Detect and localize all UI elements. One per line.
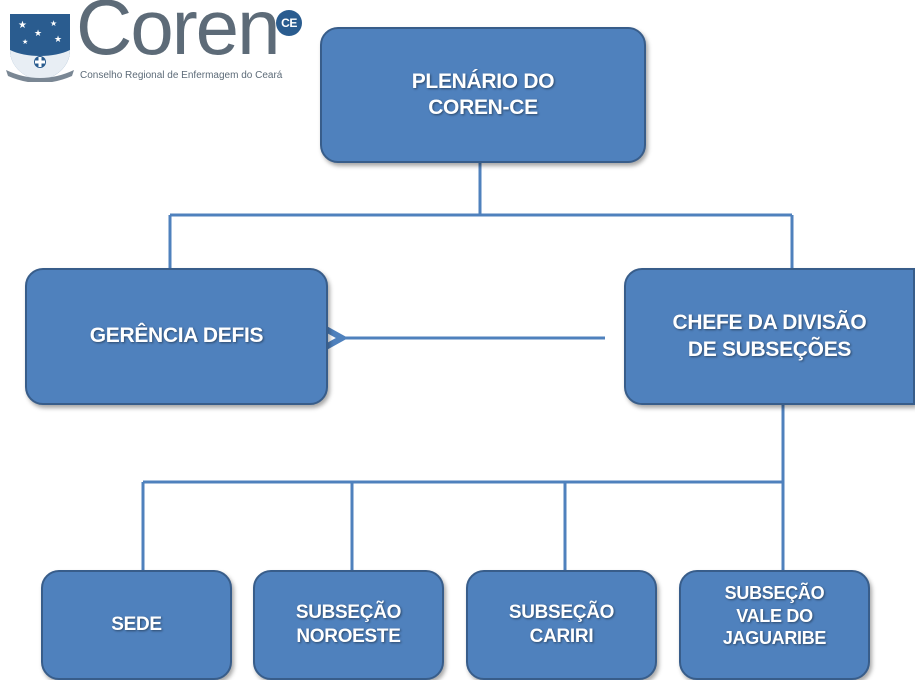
svg-text:★: ★ <box>54 35 62 45</box>
svg-text:★: ★ <box>18 20 27 31</box>
node-noroeste-label: SUBSEÇÃO NOROESTE <box>295 602 402 647</box>
svg-text:★: ★ <box>50 19 57 28</box>
svg-text:★: ★ <box>22 38 28 46</box>
logo-badge: CE <box>276 10 302 36</box>
node-subsecao-cariri: SUBSEÇÃO CARIRI <box>466 570 657 680</box>
node-cariri-label: SUBSEÇÃO CARIRI <box>508 602 615 647</box>
node-jaguaribe-label: SUBSEÇÃO VALE DO JAGUARIBE <box>722 583 827 648</box>
node-chefe-divisao: CHEFE DA DIVISÃO DE SUBSEÇÕES <box>624 268 915 405</box>
node-sede: SEDE <box>41 570 232 680</box>
node-subsecao-jaguaribe: SUBSEÇÃO VALE DO JAGUARIBE <box>679 570 870 680</box>
logo-wordmark: Coren <box>76 0 280 71</box>
node-gerencia-defis: GERÊNCIA DEFIS <box>25 268 328 405</box>
node-plenario: PLENÁRIO DO COREN-CE <box>320 27 646 163</box>
logo-subtitle: Conselho Regional de Enfermagem do Ceará <box>80 70 283 81</box>
node-chefe-label: CHEFE DA DIVISÃO DE SUBSEÇÕES <box>672 311 867 361</box>
svg-text:★: ★ <box>34 29 42 39</box>
node-subsecao-noroeste: SUBSEÇÃO NOROESTE <box>253 570 444 680</box>
coren-logo: ★ ★ ★ ★ ★ Coren CE Conselho Regional de … <box>6 0 306 84</box>
shield-icon: ★ ★ ★ ★ ★ <box>6 14 74 82</box>
node-gerencia-label: GERÊNCIA DEFIS <box>89 324 264 348</box>
node-sede-label: SEDE <box>111 614 162 636</box>
node-plenario-label: PLENÁRIO DO COREN-CE <box>411 69 555 119</box>
